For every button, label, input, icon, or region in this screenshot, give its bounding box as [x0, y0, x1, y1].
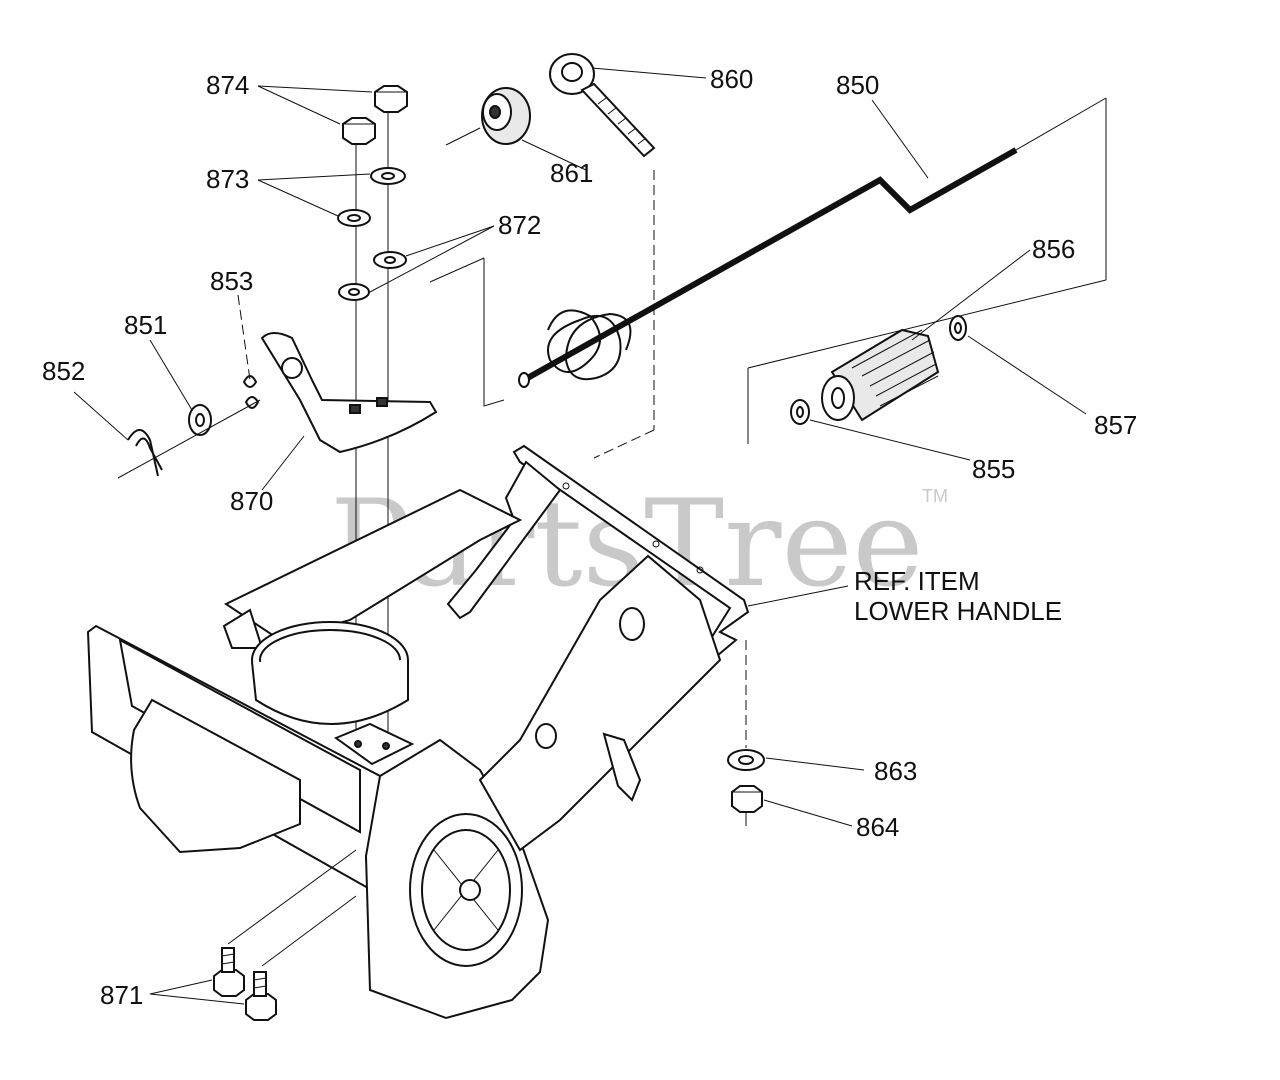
callout-873: 873 [206, 164, 249, 194]
callout-855: 855 [972, 454, 1015, 484]
part-852-clip[interactable] [117, 399, 261, 479]
part-864-nut[interactable] [731, 785, 763, 826]
part-850-crank-rod[interactable] [429, 97, 1107, 407]
callout-861: 861 [550, 158, 593, 188]
callout-857: 857 [1094, 410, 1137, 440]
part-856-roller[interactable] [747, 279, 1107, 444]
callout-851: 851 [124, 310, 167, 340]
part-861-grommet[interactable] [445, 87, 531, 146]
callout-864: 864 [856, 812, 899, 842]
reference-note-line2: LOWER HANDLE [854, 596, 1062, 626]
callout-871: 871 [100, 980, 143, 1010]
part-870-bracket[interactable] [260, 332, 438, 454]
part-874-nut[interactable] [342, 85, 408, 145]
callout-863: 863 [874, 756, 917, 786]
part-851-washer[interactable] [188, 404, 212, 436]
reference-note-line1: REF. ITEM [854, 566, 980, 596]
part-872-washer[interactable] [338, 251, 407, 301]
callout-853: 853 [210, 266, 253, 296]
callout-872: 872 [498, 210, 541, 240]
callout-850: 850 [836, 70, 879, 100]
part-855-washer[interactable] [790, 399, 810, 425]
callout-870: 870 [230, 486, 273, 516]
callout-856: 856 [1032, 234, 1075, 264]
watermark-trademark: TM [922, 486, 948, 506]
part-853-pin[interactable] [237, 294, 260, 409]
callout-874: 874 [206, 70, 249, 100]
callout-852: 852 [42, 356, 85, 386]
part-863-washer[interactable] [727, 640, 765, 771]
leader-lines [73, 67, 1087, 1005]
part-860-eye-bolt[interactable] [549, 53, 656, 459]
part-871-bolt[interactable] [213, 849, 357, 1021]
part-873-washer[interactable] [337, 167, 406, 227]
housing-assembly[interactable] [86, 488, 722, 1020]
callout-860: 860 [710, 64, 753, 94]
part-857-washer[interactable] [949, 315, 967, 341]
